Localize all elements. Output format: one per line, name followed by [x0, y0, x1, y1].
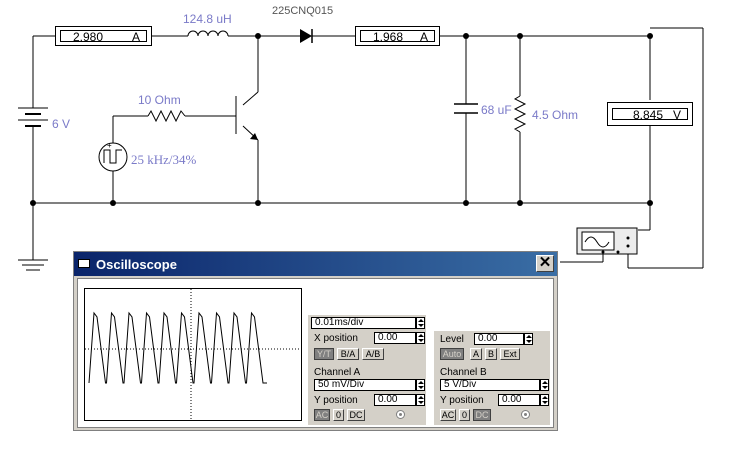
trigger-auto-button[interactable]: Auto [440, 348, 464, 360]
channel-a-y-position-label: Y position [314, 395, 358, 406]
x-position-label: X position [314, 333, 358, 344]
level-spinner[interactable] [524, 333, 533, 345]
oscilloscope-body: 0.01ms/div X position 0.00 Y/T B/A A/B L… [77, 278, 554, 428]
channel-b-scale-field[interactable]: 5 V/Div [440, 379, 540, 391]
mode-ab-button[interactable]: A/B [362, 348, 384, 360]
ammeter-unit: A [419, 30, 428, 44]
source-label: 25 kHz/34% [131, 152, 197, 167]
close-icon[interactable]: ✕ [536, 255, 554, 272]
channel-a-radio[interactable] [396, 410, 405, 419]
channel-b-label: Channel B [440, 367, 487, 378]
channel-a-ac-button[interactable]: AC [314, 409, 330, 421]
voltmeter[interactable]: 8.845 V [607, 102, 693, 126]
timebase-field[interactable]: 0.01ms/div [311, 317, 416, 329]
timebase-spinner[interactable] [416, 317, 425, 329]
inductor-label: 124.8 uH [183, 12, 232, 26]
trigger-b-button[interactable]: B [485, 348, 497, 360]
window-icon [78, 259, 90, 268]
channel-b-ac-button[interactable]: AC [440, 409, 456, 421]
channel-b-dc-button[interactable]: DC [473, 409, 491, 421]
svg-text:+: + [107, 141, 112, 150]
channel-a-label: Channel A [314, 367, 361, 378]
channel-b-zero-button[interactable]: 0 [459, 409, 470, 421]
mode-yt-button[interactable]: Y/T [314, 348, 334, 360]
x-position-spinner[interactable] [416, 332, 425, 344]
capacitor-label: 68 uF [481, 103, 512, 117]
channel-a-dc-button[interactable]: DC [347, 409, 365, 421]
x-position-field[interactable]: 0.00 [374, 332, 416, 344]
channel-b-scale-spinner[interactable] [540, 379, 549, 391]
channel-b-y-position-spinner[interactable] [540, 394, 549, 406]
channel-a-y-position-field[interactable]: 0.00 [374, 394, 416, 406]
channel-a-y-position-spinner[interactable] [416, 394, 425, 406]
resistor-label: 10 Ohm [138, 93, 181, 107]
diode-label: 225CNQ015 [272, 5, 334, 17]
mode-ba-button[interactable]: B/A [337, 348, 359, 360]
ammeter-input[interactable]: 2.980 A [55, 26, 152, 46]
battery-label: 6 V [52, 117, 71, 131]
ammeter-output[interactable]: 1.968 A [355, 26, 440, 46]
trigger-a-button[interactable]: A [470, 348, 482, 360]
oscilloscope-window[interactable]: Oscilloscope ✕ 0.01ms/div X position 0.0… [73, 251, 558, 431]
ammeter-value: 2.980 [73, 30, 104, 44]
voltmeter-unit: V [672, 108, 681, 122]
trigger-ext-button[interactable]: Ext [500, 348, 520, 360]
ammeter-unit: A [131, 30, 140, 44]
channel-a-scale-spinner[interactable] [416, 379, 425, 391]
channel-a-zero-button[interactable]: 0 [333, 409, 344, 421]
channel-b-y-position-label: Y position [440, 395, 484, 406]
oscilloscope-title-bar[interactable]: Oscilloscope ✕ [74, 252, 557, 276]
channel-a-scale-field[interactable]: 50 mV/Div [314, 379, 416, 391]
waveform-plot [85, 289, 301, 420]
level-label: Level [440, 334, 464, 345]
voltmeter-value: 8.845 [633, 108, 664, 122]
oscilloscope-screen [84, 288, 302, 421]
channel-b-trace [88, 311, 267, 384]
level-field[interactable]: 0.00 [474, 333, 524, 345]
ammeter-value: 1.968 [373, 30, 404, 44]
load-resistor-label: 4.5 Ohm [532, 108, 579, 122]
channel-b-radio[interactable] [521, 410, 530, 419]
channel-b-y-position-field[interactable]: 0.00 [498, 394, 540, 406]
oscilloscope-title: Oscilloscope [96, 257, 177, 272]
